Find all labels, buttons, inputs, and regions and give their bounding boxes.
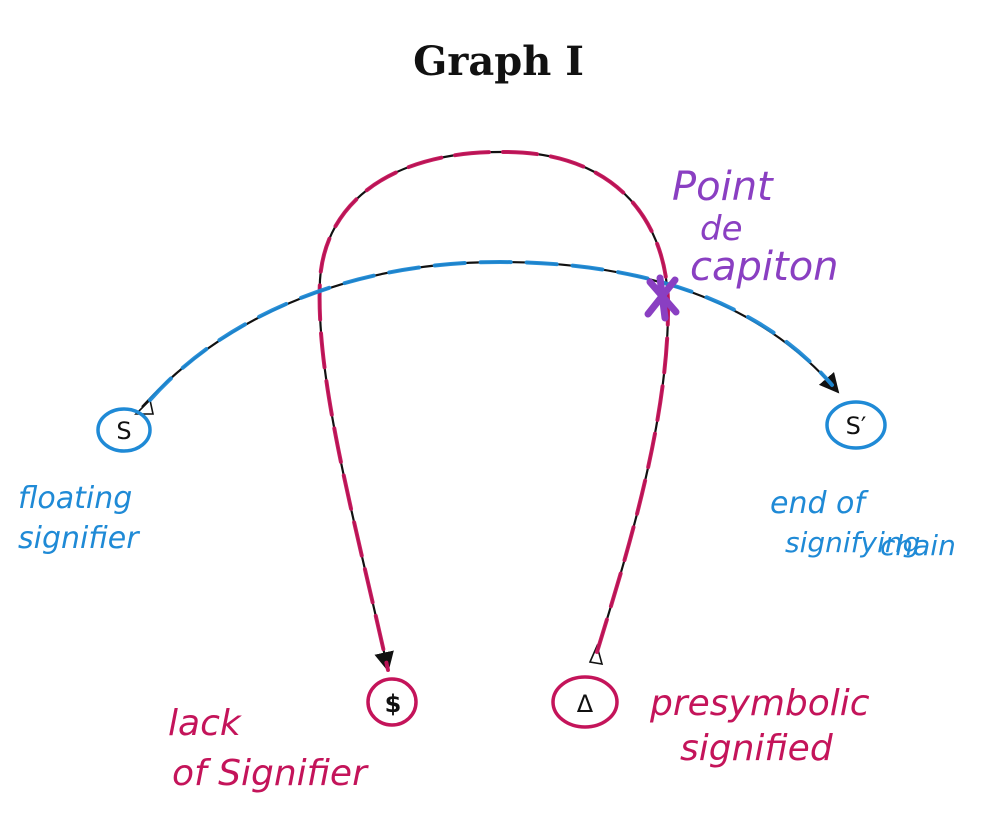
end-of-chain-label-line1: end of [770, 486, 869, 521]
point-de-capiton-label-line1: Point [672, 164, 774, 210]
end-of-chain-label-line3: chain [880, 529, 956, 562]
floating-signifier-label-line2: signifier [18, 521, 140, 556]
node-s-label: S [116, 417, 131, 445]
blue-dashed-overlay [148, 259, 834, 402]
page-title: Graph I [413, 38, 584, 85]
node-s: S [96, 407, 152, 453]
node-delta-label: Δ [577, 690, 594, 718]
node-delta: Δ [551, 675, 619, 729]
magenta-dashed-overlay [317, 149, 671, 672]
point-de-capiton-label-line2: de [700, 209, 743, 249]
node-barred-s-label: $ [385, 690, 402, 718]
s-arrowhead-icon [134, 398, 154, 415]
end-of-chain-label-line2: signifying [785, 526, 920, 559]
presymbolic-signified-label-line2: signified [680, 728, 834, 769]
node-s-prime: S′ [825, 400, 887, 450]
x-mark-icon [644, 274, 680, 322]
node-s-prime-label: S′ [846, 412, 867, 440]
delta-arrowhead-icon [588, 643, 604, 665]
presymbolic-signified-label-line1: presymbolic [649, 683, 870, 724]
point-de-capiton-label-line3: capiton [690, 244, 839, 290]
floating-signifier-label-line1: floating [18, 481, 132, 516]
lack-of-signifier-label-line2: of Signifier [172, 753, 369, 794]
lack-of-signifier-label-line1: lack [168, 703, 243, 744]
node-barred-s: $ [366, 677, 418, 727]
